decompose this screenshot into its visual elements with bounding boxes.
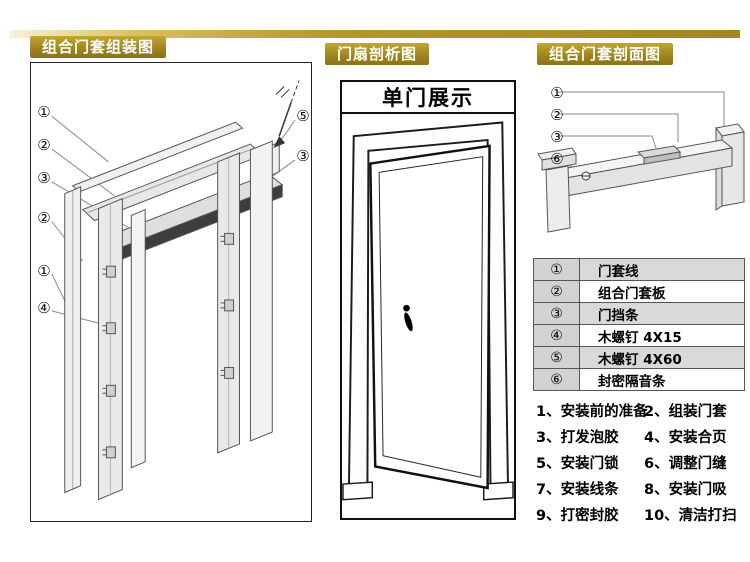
callout-assembly-4: ②	[37, 209, 51, 227]
parts-row: ③ 门挡条	[533, 302, 745, 325]
part-number: ⑥	[533, 368, 580, 391]
part-name: 木螺钉 4X60	[579, 346, 745, 369]
step-item: 3、打发泡胶	[536, 430, 619, 446]
parts-row: ① 门套线	[533, 258, 745, 281]
part-number: ①	[533, 258, 580, 281]
callout-section-1: ①	[550, 84, 564, 102]
door-diagram-panel: 单门展示	[340, 80, 516, 520]
part-number: ⑤	[533, 346, 580, 369]
parts-row: ② 组合门套板	[533, 280, 745, 303]
callout-section-4: ⑥	[550, 150, 564, 168]
step-item: 10、清洁打扫	[644, 508, 737, 524]
callout-section-3: ③	[550, 128, 564, 146]
part-name: 门挡条	[579, 302, 745, 325]
door-leaf-inner-line	[378, 156, 484, 478]
step-item: 8、安装门吸	[644, 482, 727, 498]
step-item: 6、调整门缝	[644, 456, 727, 472]
steps-row: 5、安装门锁 6、调整门缝	[536, 451, 746, 477]
screw-icon	[581, 171, 591, 181]
frame-feet	[342, 481, 514, 501]
step-item: 4、安装合页	[644, 430, 727, 446]
assembly-exploded-drawing	[51, 80, 300, 501]
steps-row: 1、安装前的准备 2、组装门套	[536, 399, 746, 425]
top-divider-bar	[10, 30, 740, 38]
part-name: 门套线	[579, 258, 745, 281]
parts-row: ⑤ 木螺钉 4X60	[533, 346, 745, 369]
step-item: 1、安装前的准备	[536, 404, 648, 420]
banner-section-title: 组合门套剖面图	[537, 43, 674, 65]
vertical-boards	[64, 140, 273, 501]
door-heading: 单门展示	[342, 82, 514, 114]
banner-door-title: 门扇剖析图	[325, 43, 430, 65]
install-steps: 1、安装前的准备 2、组装门套 3、打发泡胶 4、安装合页 5、安装门锁 6、调…	[536, 399, 746, 529]
step-item: 7、安装线条	[536, 482, 619, 498]
callout-section-2: ②	[550, 106, 564, 124]
parts-row: ⑥ 封密隔音条	[533, 368, 745, 391]
steps-row: 9、打密封胶 10、清洁打扫	[536, 503, 746, 529]
callout-assembly-3: ③	[37, 169, 51, 187]
parts-row: ④ 木螺钉 4X15	[533, 324, 745, 347]
callout-assembly-1: ①	[37, 103, 51, 121]
part-number: ②	[533, 280, 580, 303]
banner-assembly-title: 组合门套组装图	[30, 36, 167, 58]
part-name: 木螺钉 4X15	[579, 324, 745, 347]
part-number: ④	[533, 324, 580, 347]
part-name: 封密隔音条	[579, 368, 745, 391]
callout-assembly-6: ④	[37, 299, 51, 317]
step-item: 5、安装门锁	[536, 456, 619, 472]
part-number: ③	[533, 302, 580, 325]
steps-row: 3、打发泡胶 4、安装合页	[536, 425, 746, 451]
assembly-diagram-panel: ① ② ③ ② ① ④ ⑤ ③	[30, 62, 312, 522]
insert-arrow-icon	[273, 80, 300, 149]
door-leaf	[369, 144, 491, 490]
single-door-drawing	[342, 121, 514, 501]
callout-assembly-7: ⑤	[296, 107, 310, 125]
callout-assembly-8: ③	[296, 147, 310, 165]
callout-assembly-5: ①	[37, 262, 51, 280]
door-handle-icon	[403, 304, 413, 332]
section-drawing	[537, 91, 745, 233]
callout-assembly-2: ②	[37, 136, 51, 154]
step-item: 2、组装门套	[644, 404, 727, 420]
step-item: 9、打密封胶	[536, 508, 619, 524]
section-parts	[537, 123, 745, 233]
connector-clips	[102, 232, 235, 459]
parts-table: ① 门套线 ② 组合门套板 ③ 门挡条 ④ 木螺钉 4X15 ⑤ 木螺钉 4X6…	[533, 258, 745, 391]
steps-row: 7、安装线条 8、安装门吸	[536, 477, 746, 503]
part-name: 组合门套板	[579, 280, 745, 303]
